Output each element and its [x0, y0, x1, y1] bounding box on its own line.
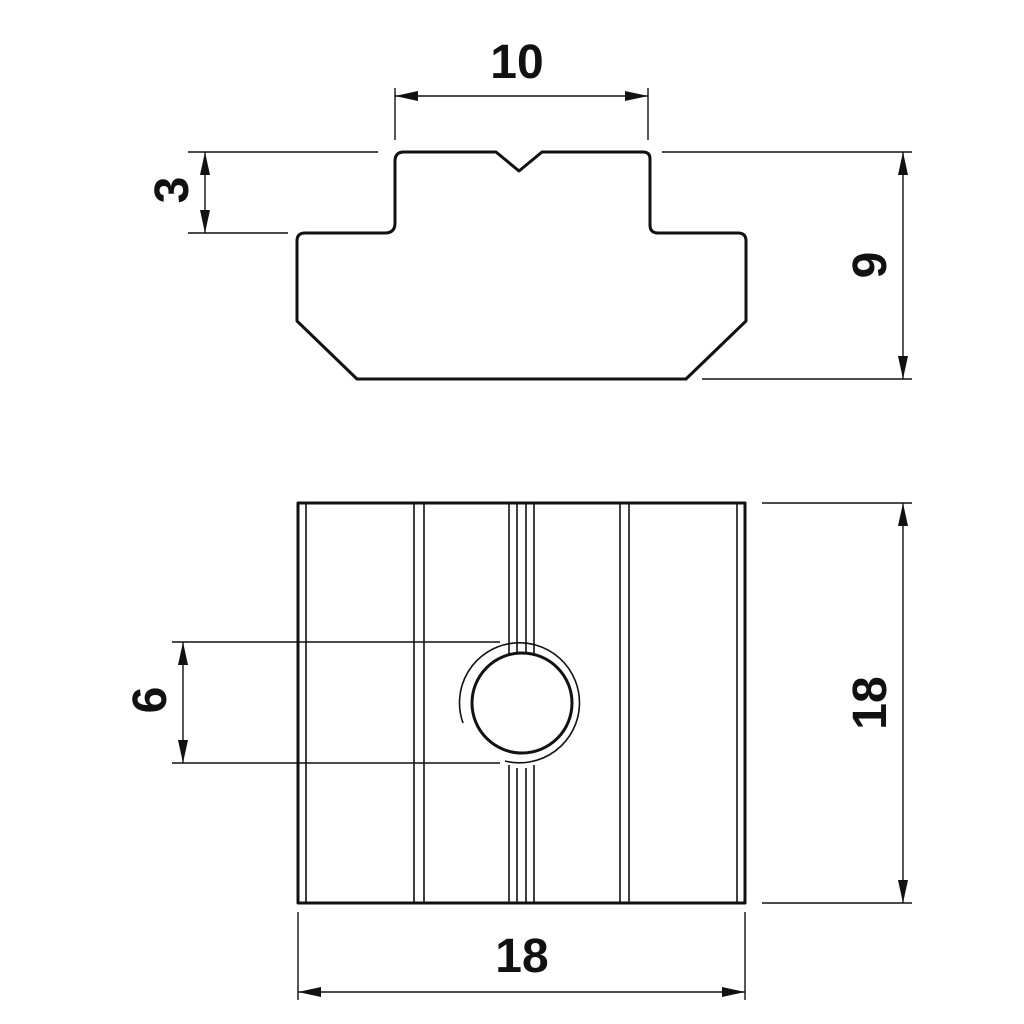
dimension-step-height: 3 [146, 151, 378, 234]
dimension-plan-height: 18 [762, 502, 912, 904]
dimension-label-10: 10 [490, 36, 543, 89]
thread-arc [458, 641, 581, 764]
dimension-label-9: 9 [844, 252, 897, 279]
dimension-label-18-horizontal: 18 [495, 930, 548, 983]
plan-view [296, 501, 747, 905]
dimension-plan-width: 18 [297, 912, 746, 1000]
profile-view [295, 150, 748, 381]
dimension-top-width: 10 [394, 36, 649, 140]
threaded-hole [470, 651, 574, 755]
dimension-label-18-vertical: 18 [844, 676, 897, 729]
dimension-label-3: 3 [146, 177, 199, 204]
profile-outline [295, 150, 748, 381]
dimension-total-height: 9 [662, 151, 912, 380]
dimension-label-6: 6 [124, 687, 177, 714]
dimension-hole-diameter: 6 [124, 641, 500, 764]
plan-outline [296, 501, 747, 905]
